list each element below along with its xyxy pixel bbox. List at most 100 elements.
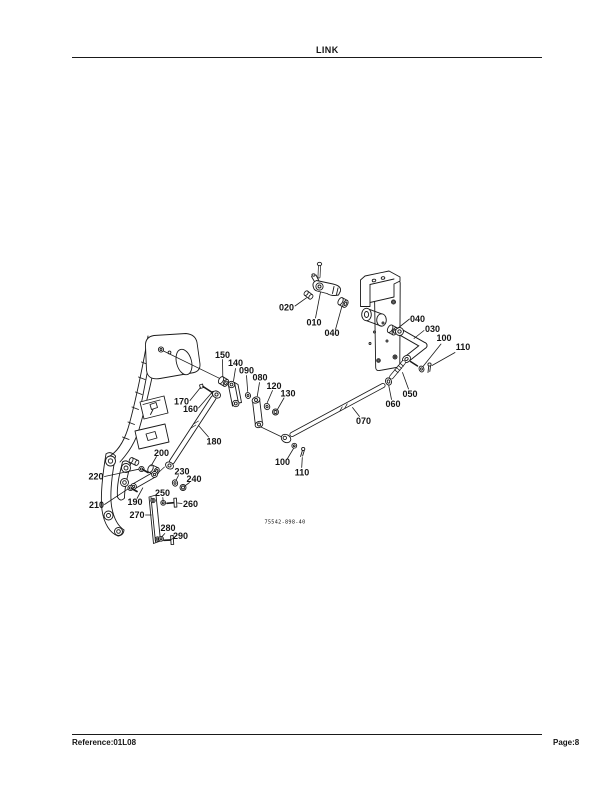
bushing-040-left	[337, 297, 349, 308]
svg-text:240: 240	[186, 474, 201, 484]
lever-assembly	[303, 261, 349, 308]
svg-text:170: 170	[174, 397, 189, 407]
svg-text:030: 030	[425, 324, 440, 334]
callout-040-right: 040	[397, 314, 425, 329]
mounting-plate	[360, 270, 401, 372]
washer-060	[385, 377, 392, 386]
svg-text:080: 080	[252, 373, 267, 383]
svg-text:160: 160	[183, 404, 198, 414]
callout-010: 010	[306, 291, 322, 328]
svg-text:290: 290	[173, 531, 188, 541]
callout-240: 240	[184, 474, 202, 487]
callout-100-lower: 100	[275, 448, 294, 467]
callout-210: 210	[89, 488, 129, 510]
callout-130: 130	[277, 389, 296, 410]
washer-230	[171, 479, 179, 487]
washer-120	[263, 402, 271, 411]
rod-070	[280, 383, 386, 457]
callout-270: 270	[129, 510, 152, 520]
callout-290: 290	[169, 531, 188, 541]
svg-text:230: 230	[174, 467, 189, 477]
svg-text:040: 040	[324, 328, 339, 338]
mast-and-arms	[100, 333, 201, 537]
center-lines	[158, 350, 285, 473]
pivot-pin	[128, 457, 140, 466]
callout-110-lower: 110	[295, 457, 310, 478]
bolt-280	[158, 535, 164, 542]
svg-text:130: 130	[280, 389, 295, 399]
svg-text:110: 110	[295, 468, 310, 478]
bolt-260	[173, 497, 178, 508]
callout-100-upper: 100	[422, 333, 452, 367]
callout-170: 170	[174, 387, 201, 407]
svg-text:270: 270	[129, 510, 144, 520]
svg-text:060: 060	[385, 399, 400, 409]
svg-text:180: 180	[206, 437, 221, 447]
page-title: LINK	[316, 45, 339, 55]
washer-100-upper	[418, 365, 425, 373]
footer-page-number: Page:8	[553, 738, 580, 747]
footer-rule	[72, 734, 542, 735]
svg-text:100: 100	[436, 333, 451, 343]
svg-text:250: 250	[155, 488, 170, 498]
cotter-pin-110-lower	[300, 446, 306, 457]
callout-030: 030	[413, 324, 440, 339]
rod-180	[165, 390, 221, 470]
callout-050: 050	[402, 372, 418, 399]
right-arm-outer	[116, 461, 123, 498]
svg-text:020: 020	[279, 303, 294, 313]
middle-link-group	[199, 376, 279, 429]
nut-130	[272, 408, 279, 416]
callout-260: 260	[177, 499, 198, 509]
callout-040-left: 040	[324, 305, 343, 338]
link-arm-030	[395, 327, 432, 373]
svg-text:120: 120	[266, 381, 281, 391]
svg-text:050: 050	[402, 389, 417, 399]
lower-link-group	[127, 464, 187, 546]
plate-boss	[361, 307, 372, 322]
bolt-290	[170, 535, 175, 546]
callout-220: 220	[88, 468, 140, 482]
cotter-pin-110-upper	[427, 362, 432, 373]
svg-text:100: 100	[275, 457, 290, 467]
svg-text:010: 010	[306, 318, 321, 328]
callout-120: 120	[266, 381, 282, 403]
mast-panel-lower	[134, 423, 170, 450]
mast-top-bracket	[145, 333, 201, 380]
svg-text:110: 110	[456, 342, 471, 352]
callout-190: 190	[127, 487, 144, 507]
svg-text:280: 280	[160, 523, 175, 533]
figure-code: 75542-898-40	[264, 520, 305, 526]
callout-230: 230	[174, 467, 190, 481]
bolt-250	[160, 499, 167, 506]
bushing-150	[217, 376, 230, 387]
svg-text:260: 260	[183, 499, 198, 509]
callout-200: 200	[150, 448, 169, 467]
left-arm-outer	[100, 453, 119, 537]
lever-pin	[316, 261, 323, 267]
svg-text:220: 220	[88, 472, 103, 482]
callout-060: 060	[385, 385, 401, 409]
washer-100-lower	[291, 442, 298, 449]
callout-110-upper: 110	[431, 342, 471, 366]
svg-text:070: 070	[356, 416, 371, 426]
callouts: 020 010 040 040 030 100 110 150 140 090 …	[88, 291, 471, 541]
callout-070: 070	[352, 407, 371, 426]
callout-180: 180	[198, 425, 222, 447]
callout-020: 020	[279, 297, 307, 313]
callout-280: 280	[160, 523, 176, 538]
svg-text:200: 200	[154, 448, 169, 458]
callout-090: 090	[239, 366, 254, 392]
callout-150: 150	[215, 350, 230, 377]
footer-reference: Reference:01L08	[72, 738, 137, 747]
callout-160: 160	[183, 392, 212, 414]
rod-050	[385, 360, 406, 386]
callout-140: 140	[228, 358, 243, 382]
header-rule	[72, 57, 542, 58]
svg-text:150: 150	[215, 350, 230, 360]
svg-text:190: 190	[127, 497, 142, 507]
svg-text:210: 210	[89, 500, 104, 510]
washer-090	[244, 392, 252, 399]
